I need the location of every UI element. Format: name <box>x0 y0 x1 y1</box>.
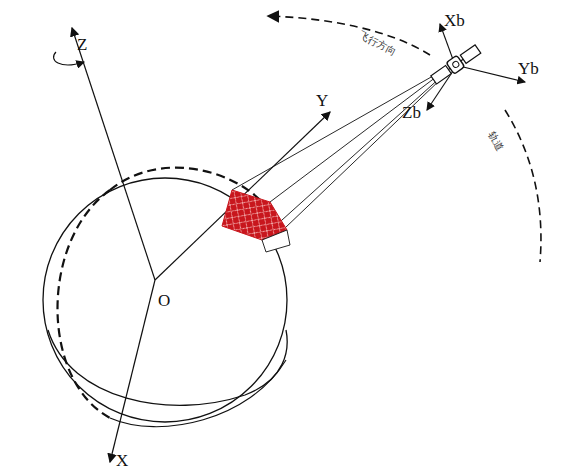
y-axis <box>155 112 330 280</box>
flight-direction-label: 飞行方向 <box>357 30 397 58</box>
axis-label: X <box>116 452 128 469</box>
ground-footprint <box>222 190 287 240</box>
satellite <box>430 43 482 85</box>
meridian-back <box>58 190 111 418</box>
orbit-arc <box>505 110 541 262</box>
yb-axis <box>455 65 525 82</box>
flight-direction-arrow <box>268 16 430 55</box>
earth-rim <box>110 360 286 427</box>
z-axis <box>72 28 155 280</box>
rotation-arrow <box>54 52 84 65</box>
equator-front <box>48 330 287 405</box>
orbit-label: 轨道 <box>486 130 505 152</box>
axis-label: Yb <box>518 60 539 77</box>
axis-label: Y <box>316 92 328 109</box>
x-axis <box>110 280 155 462</box>
axis-label: Xb <box>444 12 465 29</box>
axis-label: Zb <box>402 104 421 121</box>
earth-sphere <box>43 178 287 422</box>
axis-label: Z <box>77 36 87 53</box>
origin-label: O <box>158 292 170 309</box>
footprint-edge <box>262 230 290 252</box>
